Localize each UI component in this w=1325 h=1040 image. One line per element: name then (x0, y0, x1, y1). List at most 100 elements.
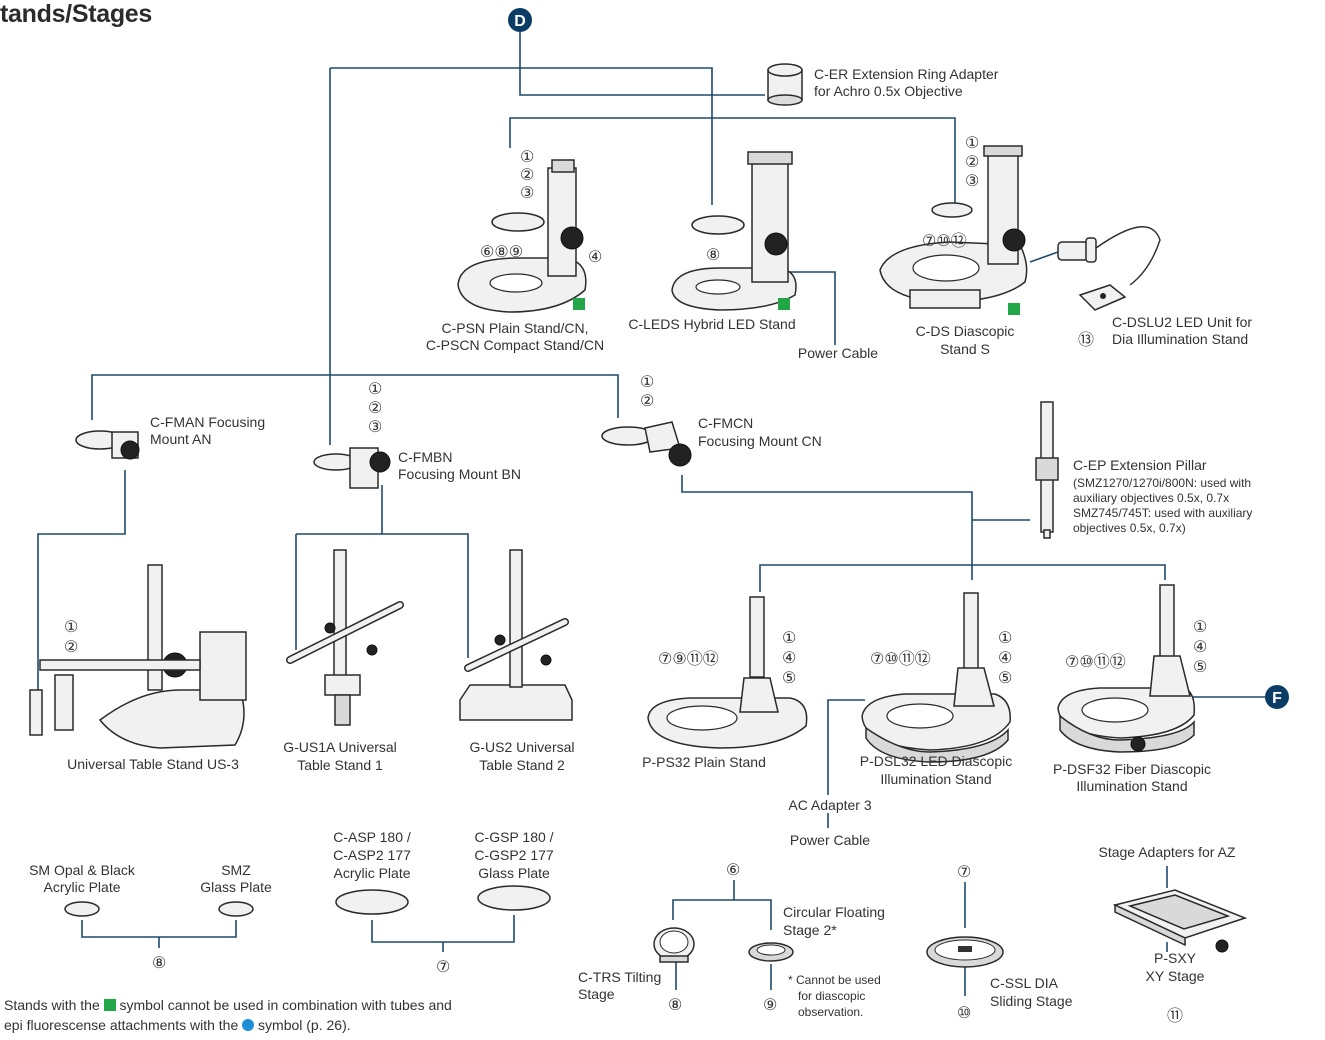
pdsf32-stand-image (1057, 584, 1196, 753)
cleds-restriction-square-icon (778, 298, 790, 310)
cssl-label-1: C-SSL DIA (990, 975, 1059, 991)
ctrs-tilting-stage-image (653, 927, 695, 963)
plates-num-8: ⑧ (152, 955, 166, 972)
cep-label-4: SMZ745/745T: used with auxiliary (1073, 506, 1252, 520)
plates-num-7: ⑦ (436, 959, 450, 976)
cfmcn-num-1: ① (640, 374, 654, 391)
cpsn-label-2: C-PSCN Compact Stand/CN (426, 337, 604, 353)
cfs-num: ⑨ (763, 997, 777, 1014)
pdsf32-label-2: Illumination Stand (1076, 778, 1187, 794)
cgsp-label-3: Glass Plate (478, 865, 550, 881)
cpsn-restriction-square-icon (573, 298, 585, 310)
ctrs-label-2: Stage (578, 986, 615, 1002)
cds-restriction-square-icon (1008, 303, 1020, 315)
cfmbn-num-3: ③ (368, 419, 382, 436)
power-cable-top-label: Power Cable (798, 345, 878, 361)
footnote: Stands with the symbol cannot be used in… (4, 995, 452, 1035)
ctrs-label-1: C-TRS Tilting (578, 969, 661, 985)
pdsl32-num-2: ① (998, 630, 1012, 647)
note-line-3: observation. (798, 1005, 863, 1019)
pdsl32-stand-image (861, 592, 1011, 763)
smz-label-1: SMZ (221, 862, 251, 878)
psxy-num: ⑪ (1167, 1007, 1183, 1025)
gus2-label-2: Table Stand 2 (479, 757, 565, 773)
footnote-text-2b: symbol (p. 26). (258, 1017, 351, 1033)
smz-label-2: Glass Plate (200, 879, 272, 895)
cfmbn-num-2: ② (368, 400, 382, 417)
psxy-label-1: P-SXY (1154, 950, 1197, 966)
gus1a-label-1: G-US1A Universal (283, 739, 397, 755)
marker-f: F (1265, 685, 1289, 709)
cds-label-1: C-DS Diascopic (916, 323, 1015, 339)
cgsp-label-1: C-GSP 180 / (474, 829, 553, 845)
cfman-label-2: Mount AN (150, 431, 211, 447)
cfmbn-focusing-mount-image (313, 447, 391, 489)
cfmbn-num-1: ① (368, 381, 382, 398)
footnote-line-2: epi fluorescense attachments with the sy… (4, 1015, 452, 1035)
stage-adapters-label: Stage Adapters for AZ (1099, 844, 1236, 860)
footnote-text-1b: symbol cannot be used in combination wit… (119, 997, 452, 1013)
cds-num-3: ③ (965, 173, 979, 190)
pdsf32-num-3: ④ (1193, 639, 1207, 656)
casp-label-3: Acrylic Plate (333, 865, 410, 881)
gus2-label-1: G-US2 Universal (469, 739, 574, 755)
pps32-num-3: ④ (782, 650, 796, 667)
cfmcn-label-1: C-FMCN (698, 415, 753, 431)
cfman-label-1: C-FMAN Focusing (150, 414, 265, 430)
cer-extension-ring-image (767, 63, 803, 106)
pps32-label: P-PS32 Plain Stand (642, 754, 766, 770)
us3-stand-image (29, 564, 247, 749)
footnote-text-1a: Stands with the (4, 997, 100, 1013)
page-title: tands/Stages (0, 0, 153, 28)
footnote-line-1: Stands with the symbol cannot be used in… (4, 995, 452, 1015)
cep-label-3: auxiliary objectives 0.5x, 0.7x (1073, 491, 1229, 505)
sm-opal-label-2: Acrylic Plate (43, 879, 120, 895)
cds-label-2: Stand S (940, 341, 990, 357)
pdsf32-num-1: ⑦⑩⑪⑫ (1065, 653, 1126, 671)
svg-text:D: D (514, 13, 526, 30)
cssl-num-top: ⑦ (957, 864, 971, 881)
sm-opal-plate-image (64, 901, 100, 917)
cdslu2-led-unit-image (1029, 226, 1161, 311)
pdsf32-label-1: P-DSF32 Fiber Diascopic (1053, 761, 1211, 777)
cleds-num: ⑧ (706, 247, 720, 264)
cdslu2-num: ⑬ (1078, 331, 1094, 349)
cleds-stand-image (671, 151, 797, 311)
ctrs-num: ⑧ (668, 997, 682, 1014)
cfs-label-2: Stage 2* (783, 922, 837, 938)
cds-num-4: ⑦⑩⑫ (922, 232, 967, 250)
cssl-sliding-stage-image (926, 936, 1004, 968)
pdsl32-label-2: Illumination Stand (880, 771, 991, 787)
cep-label-5: objectives 0.5x, 0.7x) (1073, 521, 1186, 535)
cpsn-num-5: ④ (588, 249, 602, 266)
cer-label-1: C-ER Extension Ring Adapter (814, 66, 999, 82)
pdsl32-num-1: ⑦⑩⑪⑫ (870, 650, 931, 668)
casp-label-1: C-ASP 180 / (333, 829, 411, 845)
casp-acrylic-plate-image (335, 889, 409, 915)
cfman-focusing-mount-image (75, 430, 140, 460)
cfmbn-label-1: C-FMBN (398, 449, 452, 465)
psxy-xy-stage-image (1112, 889, 1248, 953)
marker-d: D (508, 8, 532, 32)
cgsp-label-2: C-GSP2 177 (474, 847, 554, 863)
cfmbn-label-2: Focusing Mount BN (398, 466, 521, 482)
cpsn-label-1: C-PSN Plain Stand/CN, (441, 320, 588, 336)
pps32-stand-image (647, 596, 808, 749)
cssl-num-bottom: ⑩ (957, 1005, 971, 1022)
cds-stand-image (879, 145, 1028, 309)
cpsn-num-3: ③ (520, 185, 534, 202)
cep-extension-pillar-image (1035, 401, 1059, 539)
svg-text:F: F (1272, 690, 1282, 707)
pps32-num-2: ① (782, 630, 796, 647)
pdsf32-num-2: ① (1193, 619, 1207, 636)
cdslu2-label-2: Dia Illumination Stand (1112, 331, 1248, 347)
pdsl32-label-1: P-DSL32 LED Diascopic (860, 753, 1013, 769)
cgsp-glass-plate-image (477, 885, 551, 911)
us3-label: Universal Table Stand US-3 (67, 756, 239, 772)
psxy-label-2: XY Stage (1146, 968, 1205, 984)
cep-label-1: C-EP Extension Pillar (1073, 457, 1207, 473)
cpsn-stand-image (457, 159, 587, 313)
us3-num-2: ② (64, 639, 78, 656)
gus1a-label-2: Table Stand 1 (297, 757, 383, 773)
gus2-stand-image (459, 549, 573, 721)
